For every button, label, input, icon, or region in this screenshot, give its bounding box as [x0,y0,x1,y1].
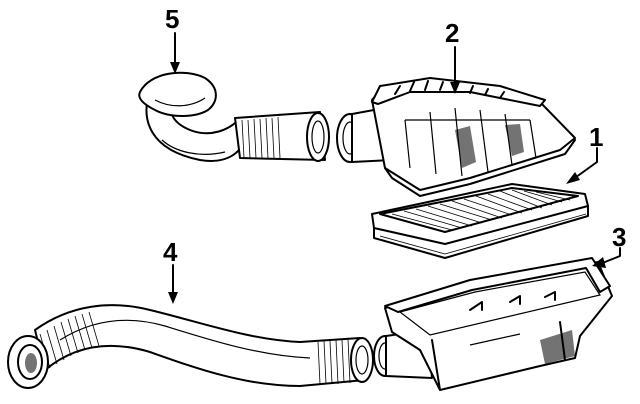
part-3-lower-air-box[interactable] [373,257,613,391]
part-2-intake-cover[interactable] [336,77,576,197]
callout-5: 5 [165,4,179,34]
part-5-upper-hose[interactable] [138,71,330,162]
callout-4: 4 [163,237,178,267]
callout-2: 2 [445,18,459,48]
part-4-lower-hose[interactable] [7,304,374,389]
callout-1: 1 [589,122,603,152]
callout-leaders [168,32,621,304]
callout-3: 3 [612,222,626,252]
part-1-air-filter[interactable] [371,183,589,259]
